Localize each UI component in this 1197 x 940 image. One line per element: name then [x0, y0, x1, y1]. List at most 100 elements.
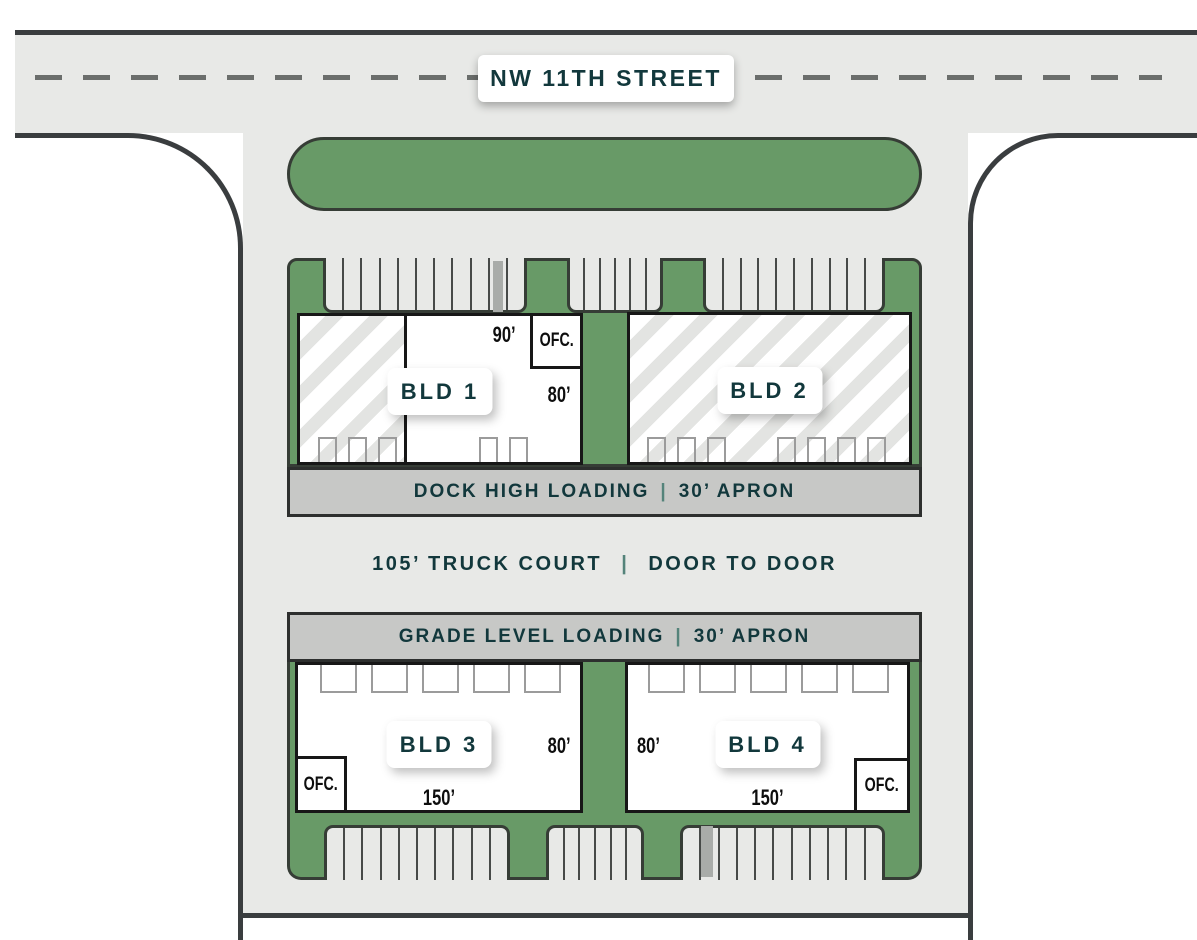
parking-stall [738, 828, 757, 880]
grade-apron-label: 30’ APRON [693, 626, 811, 647]
parking-stall [327, 828, 346, 880]
bld1-depth-dimension: 80’ [548, 382, 571, 407]
bld1-label-tag: BLD 1 [387, 368, 493, 415]
parking-stall [362, 258, 381, 310]
dock-loading-label: DOCK HIGH LOADING [413, 481, 650, 502]
parking-bay [703, 258, 885, 313]
bld1-label: BLD 1 [400, 378, 480, 404]
grade-level-door [648, 665, 685, 693]
parking-stall [453, 258, 472, 310]
dock-door [318, 437, 337, 462]
bld3-label-tag: BLD 3 [386, 721, 492, 768]
parking-stall [756, 828, 775, 880]
parking-stall [565, 828, 581, 880]
parking-bay [324, 825, 510, 880]
grade-level-door [371, 665, 408, 693]
parking-stall [848, 258, 867, 310]
street-name-sign: NW 11TH STREET [478, 55, 734, 102]
parking-stall [793, 828, 811, 880]
parking-stall [344, 258, 363, 310]
south-parcel-landscape: OFC. 80’ 150’ BLD 3 OFC. 80’ 150’ BLD 4 [287, 662, 922, 880]
bld1-dock-door-group [318, 437, 397, 462]
parking-stall [435, 258, 454, 310]
parking-stall [831, 258, 849, 310]
street-edge-line [15, 30, 1197, 35]
parking-stall [570, 258, 586, 310]
bld3-office-label: OFC. [303, 773, 339, 795]
dock-door [479, 437, 498, 462]
parking-stall [549, 828, 565, 880]
parking-stall [454, 828, 473, 880]
bld4-office-label: OFC. [864, 774, 900, 796]
dock-door [807, 437, 826, 462]
bld3-office-box: OFC. [298, 756, 347, 810]
parking-stall [829, 828, 848, 880]
parking-stall [580, 828, 597, 880]
offsite-area-left [15, 133, 243, 940]
dock-door [777, 437, 796, 462]
dock-door [867, 437, 886, 462]
dock-apron-label: 30’ APRON [678, 481, 796, 502]
parking-stall [811, 828, 830, 880]
separator-bar: | [621, 553, 630, 575]
parking-stall [381, 258, 399, 310]
bld4-office-box: OFC. [854, 758, 907, 810]
parking-stall [627, 828, 641, 880]
bld3-grade-door-group [320, 665, 561, 693]
door-to-door-label: DOOR TO DOOR [648, 553, 837, 575]
parking-stall [473, 828, 491, 880]
bld4-width-dimension: 150’ [751, 785, 784, 810]
parking-stall [847, 828, 866, 880]
bld4-depth-dimension: 80’ [637, 733, 660, 758]
parking-stall [417, 258, 436, 310]
dock-door [647, 437, 666, 462]
bld3-width-dimension: 150’ [422, 785, 456, 810]
bld1-width-dimension: 90’ [493, 322, 516, 347]
parking-bay [567, 258, 663, 313]
bld2-label: BLD 2 [730, 377, 809, 403]
building-4: OFC. 80’ 150’ BLD 4 [625, 662, 910, 813]
grade-level-door [852, 665, 889, 693]
dock-door [707, 437, 726, 462]
parking-stall [720, 828, 738, 880]
building-1: OFC. 90’ 80’ BLD 1 [297, 313, 583, 465]
parking-stall [774, 828, 793, 880]
parking-stall [742, 258, 760, 310]
parking-stall [683, 828, 702, 880]
parking-stall [490, 258, 508, 310]
parking-stall [596, 828, 612, 880]
grade-level-loading-strip: GRADE LEVEL LOADING | 30’ APRON [287, 612, 922, 662]
bld4-grade-door-group [648, 665, 889, 693]
dock-door [348, 437, 367, 462]
grade-level-door [801, 665, 838, 693]
bld1-dock-door-group [479, 437, 528, 462]
grade-level-door [473, 665, 510, 693]
dock-door [378, 437, 397, 462]
parking-stall [399, 258, 417, 310]
parking-stall [795, 258, 813, 310]
dock-high-loading-strip: DOCK HIGH LOADING | 30’ APRON [287, 467, 922, 517]
grade-level-door [422, 665, 459, 693]
separator-bar: | [675, 626, 683, 647]
parking-stall [400, 828, 419, 880]
parking-stall [436, 828, 455, 880]
parking-stall [345, 828, 364, 880]
parking-stall [616, 258, 632, 310]
grade-level-door [699, 665, 736, 693]
building-3: OFC. 80’ 150’ BLD 3 [295, 662, 583, 813]
site-boundary-bottom [243, 913, 968, 918]
grade-level-door [320, 665, 357, 693]
parking-stall [777, 258, 795, 310]
street-name-label: NW 11TH STREET [490, 65, 722, 91]
bld4-label-tag: BLD 4 [715, 721, 820, 768]
separator-bar: | [660, 481, 668, 502]
bld2-dock-door-group [647, 437, 726, 462]
parking-stall [813, 258, 831, 310]
parking-stall [508, 258, 524, 310]
bld1-office-box: OFC. [530, 316, 580, 369]
parking-stall [612, 828, 628, 880]
offsite-area-right [968, 133, 1197, 940]
parking-stall [759, 258, 778, 310]
parking-stall [382, 828, 400, 880]
